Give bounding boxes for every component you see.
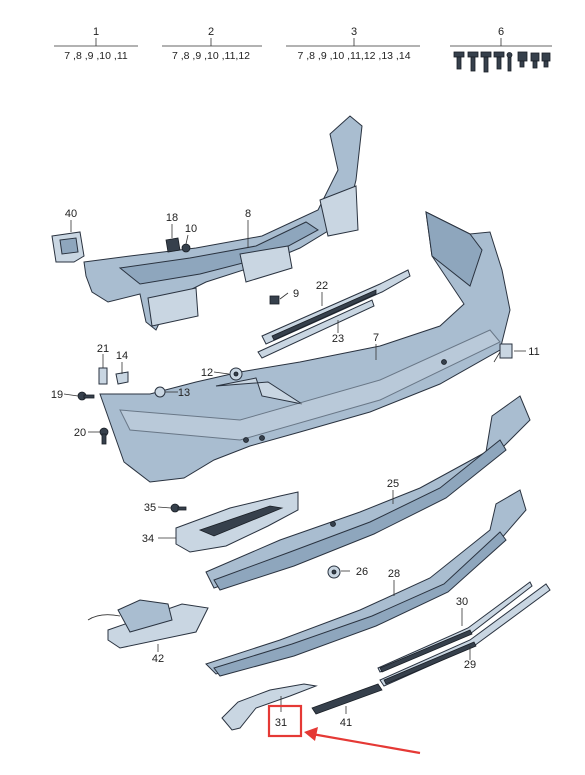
group-6-number: 6 [498,26,504,38]
group-3-number: 3 [351,26,357,38]
callout-10: 10 [185,223,197,235]
highlight-annotation [267,704,421,755]
part-14-clip [115,371,129,385]
leader-12 [213,371,230,375]
leader-19 [63,393,79,397]
callout-21: 21 [97,343,109,355]
leader-9 [279,292,289,300]
group-3-header: 3 7 ,8 ,9 ,10 ,11,12 ,13 ,14 [286,26,420,62]
callout-42: 42 [152,653,164,665]
part-31-trim [221,683,318,731]
highlight-arrow-line [311,732,421,755]
callout-13: 13 [178,387,190,399]
callout-12: 12 [201,367,213,379]
part-28-diffuser [205,489,527,677]
part-12-grommet [229,367,243,381]
group-6-header: 6 [450,26,552,73]
part-29-strip [379,583,551,687]
callout-34: 34 [142,533,154,545]
callout-9: 9 [293,288,299,300]
part-35-bolt [170,503,187,513]
leader-35 [157,506,172,509]
part-7-bumper-cover [99,211,511,483]
callout-11: 11 [528,346,539,358]
group-2-number: 2 [208,26,214,38]
callout-29: 29 [464,659,476,671]
part-22-strip [261,269,411,345]
part-21-bolt [98,367,108,385]
group-3-items: 7 ,8 ,9 ,10 ,11,12 ,13 ,14 [297,50,410,62]
part-8-carrier [83,115,363,331]
part-18-clip [165,237,181,253]
highlight-box [267,704,303,738]
callout-28: 28 [388,568,400,580]
part-42-exhaust-trim [87,599,209,649]
part-10-nut [181,243,191,253]
callout-8: 8 [245,208,251,220]
callout-20: 20 [74,427,86,439]
group-2-header: 2 7 ,8 ,9 ,10 ,11,12 [162,26,262,62]
group-2-items: 7 ,8 ,9 ,10 ,11,12 [172,50,250,62]
part-20-bolt [99,427,109,445]
callout-14: 14 [116,350,128,362]
group-1-items: 7 ,8 ,9 ,10 ,11 [64,50,128,62]
group-1-header: 1 7 ,8 ,9 ,10 ,11 [54,26,138,62]
callout-18: 18 [166,212,178,224]
arrow-head-icon [304,727,318,741]
part-23-strip [257,299,375,359]
callout-41: 41 [340,717,352,729]
callout-25: 25 [387,478,399,490]
callout-35: 35 [144,502,156,514]
part-19-screw [77,391,95,401]
callout-22: 22 [316,280,328,292]
part-40-bracket [51,231,85,263]
callout-31: 31 [275,717,287,729]
group-1-number: 1 [93,26,99,38]
leader-10 [185,234,189,245]
callout-40: 40 [65,208,77,220]
part-13-nut [154,386,166,398]
part-11-sensor [493,343,513,363]
part-30-strip [377,581,533,673]
callout-23: 23 [332,333,344,345]
callout-26: 26 [356,566,368,578]
part-41-strip [311,683,383,715]
callout-7: 7 [373,332,379,344]
part-34-bracket [175,491,299,553]
part-26-grommet [327,565,341,579]
callout-19: 19 [51,389,63,401]
part-25-spoiler [205,395,531,591]
part-9-clip [269,295,280,305]
callout-30: 30 [456,596,468,608]
fastener-set-icon [453,51,551,73]
